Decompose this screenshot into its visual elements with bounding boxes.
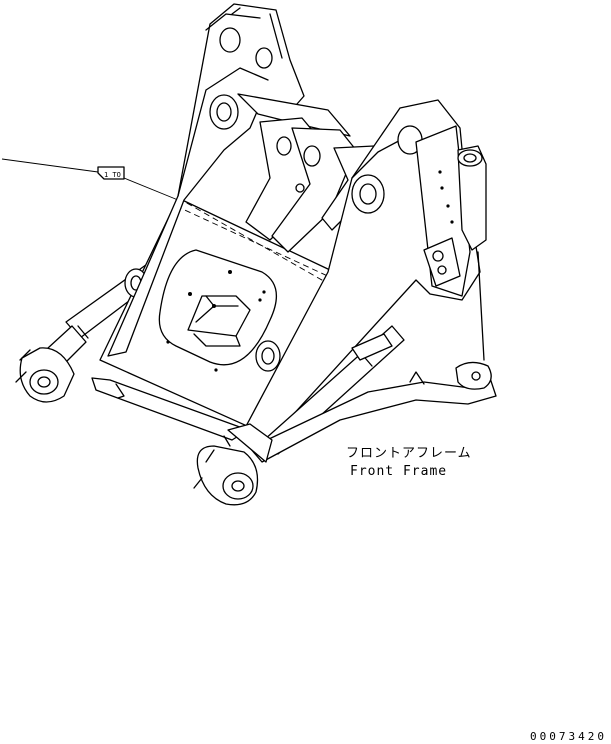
frame-label-en: Front Frame (350, 464, 447, 479)
frame-label-jp: フロントアフレーム (346, 446, 472, 461)
callout-tag: 1 TO (97, 166, 125, 180)
drawing-number: 00073420 (530, 730, 607, 743)
frame-body (91, 197, 351, 447)
callout-tag-text: 1 TO (104, 171, 121, 179)
right-link-arm (249, 251, 497, 463)
right-tower (243, 99, 487, 441)
bottom-clevis (193, 423, 273, 506)
callout-leader (1, 158, 179, 201)
